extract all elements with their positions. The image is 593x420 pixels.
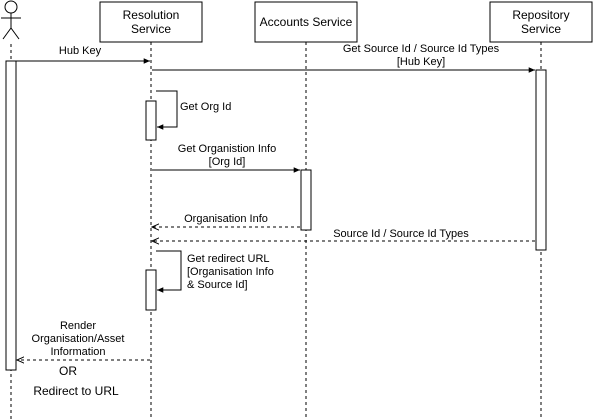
resolution-service-label-1: Resolution — [123, 8, 180, 22]
get-org-info-label-1: Get Organistion Info — [178, 143, 276, 155]
get-redirect-label-2: [Organisation Info — [187, 266, 274, 278]
resolution-service-box — [99, 1, 203, 43]
source-return-label: Source Id / Source Id Types — [333, 228, 469, 240]
get-org-id-arrow — [156, 90, 178, 130]
org-info-return-label: Organisation Info — [184, 213, 268, 225]
get-org-id-label: Get Org Id — [180, 101, 231, 113]
hub-key-label: Hub Key — [59, 45, 102, 57]
resolution-activation-org-id — [145, 100, 157, 141]
actor-activation — [5, 60, 17, 371]
resolution-activation-redirect — [145, 269, 157, 311]
render-label-3: Information — [50, 346, 105, 358]
accounts-activation — [300, 169, 312, 231]
or-label: OR — [59, 364, 77, 378]
get-source-label-2: [Hub Key] — [397, 56, 445, 68]
repository-activation — [535, 69, 547, 251]
get-redirect-arrow — [156, 250, 182, 293]
repository-service-box — [489, 1, 593, 43]
render-label-1: Render — [60, 320, 96, 332]
render-label-2: Organisation/Asset — [32, 333, 125, 345]
resolution-service-label-2: Service — [131, 22, 171, 36]
accounts-service-box — [254, 1, 358, 43]
redirect-to-url-label: Redirect to URL — [33, 384, 119, 398]
get-source-label-1: Get Source Id / Source Id Types — [343, 43, 500, 55]
repository-service-label-1: Repository — [512, 8, 569, 22]
get-org-info-label-2: [Org Id] — [209, 156, 246, 168]
user-actor-icon — [1, 0, 21, 40]
repository-service-label-2: Service — [521, 22, 561, 36]
accounts-service-label: Accounts Service — [260, 15, 353, 29]
get-redirect-label-1: Get redirect URL — [187, 253, 270, 265]
get-redirect-label-3: & Source Id] — [187, 279, 248, 291]
